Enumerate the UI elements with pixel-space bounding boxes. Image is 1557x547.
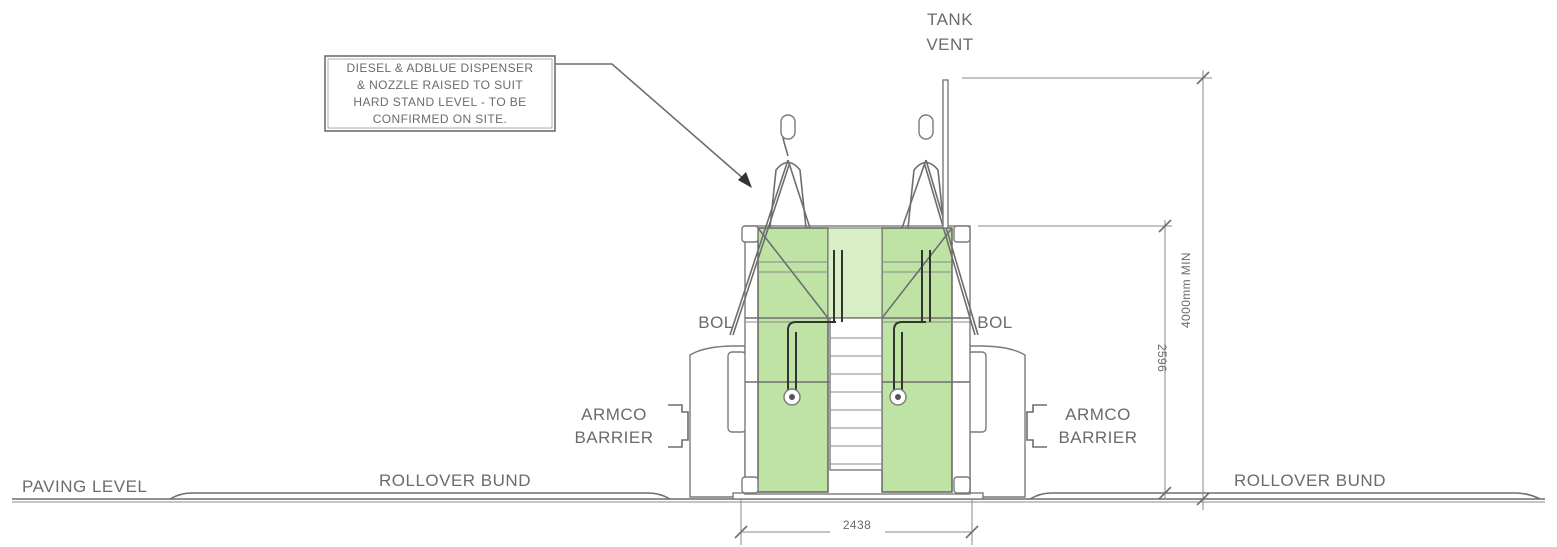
paving-level-label: PAVING LEVEL: [22, 477, 147, 496]
dispenser-note-line1: DIESEL & ADBLUE DISPENSER: [347, 61, 534, 75]
armco-right-label-line1: ARMCO: [1065, 405, 1131, 424]
dimension-vent-height-label: 4000mm MIN: [1179, 252, 1193, 328]
access-ladder: [829, 317, 883, 471]
armco-left-label-line2: BARRIER: [574, 428, 653, 447]
tank-vent-label-line1: TANK: [927, 10, 973, 29]
dimension-width: 2438: [734, 500, 979, 545]
armco-barrier-right: [967, 345, 1047, 498]
dispenser-note-line2: & NOZZLE RAISED TO SUIT: [357, 78, 523, 92]
dispenser-note-line3: HARD STAND LEVEL - TO BE: [353, 95, 526, 109]
armco-right-label-line2: BARRIER: [1058, 428, 1137, 447]
armco-barrier-left: [668, 345, 747, 498]
pipework: [783, 250, 931, 406]
lifting-slings: [729, 114, 979, 336]
dimension-tank-height-label: 2596: [1155, 344, 1169, 372]
rollover-bund-right: [1029, 492, 1541, 500]
dispenser-note: DIESEL & ADBLUE DISPENSER & NOZZLE RAISE…: [324, 55, 752, 188]
tank-vent-label-line2: VENT: [926, 35, 973, 54]
bol-left-label: BOL: [698, 313, 734, 332]
rollover-bund-left-label: ROLLOVER BUND: [379, 471, 531, 490]
dimension-width-label: 2438: [843, 518, 871, 532]
tank-vent-pipe: [942, 79, 949, 229]
dispenser-note-line4: CONFIRMED ON SITE.: [373, 112, 508, 126]
dimension-tank-height: 2596: [978, 219, 1172, 500]
bol-right-label: BOL: [977, 313, 1013, 332]
rollover-bund-right-label: ROLLOVER BUND: [1234, 471, 1386, 490]
rollover-bund-left: [169, 492, 671, 500]
dimension-vent-height: 4000mm MIN: [962, 70, 1212, 510]
armco-left-label-line1: ARMCO: [581, 405, 647, 424]
